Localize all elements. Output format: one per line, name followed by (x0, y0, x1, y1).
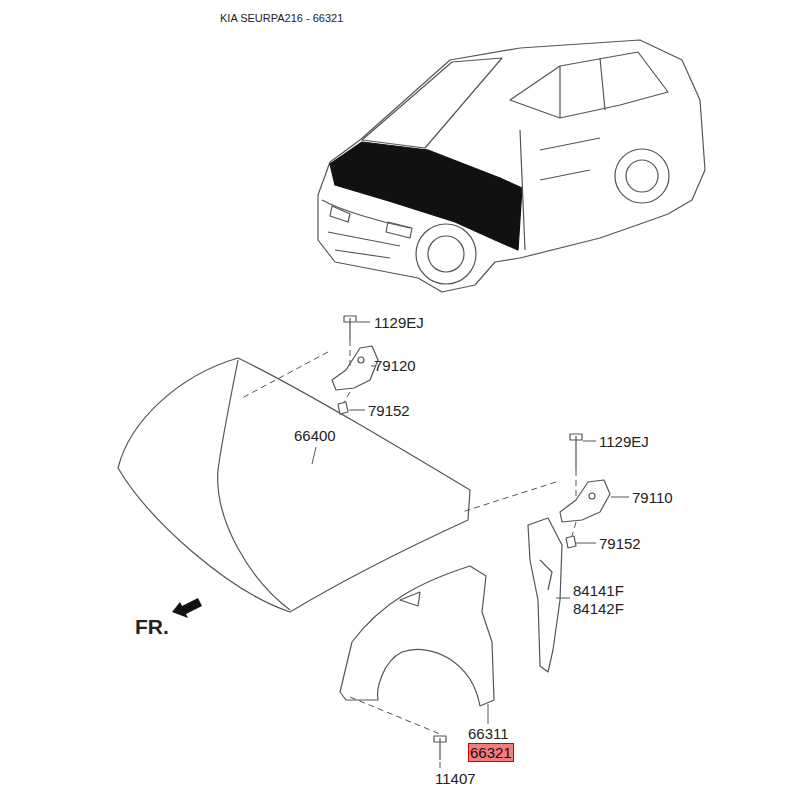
door-lines (520, 130, 600, 250)
nut-symbol (338, 402, 348, 414)
front-rim (428, 236, 464, 272)
callout-number: 66400 (294, 427, 336, 444)
assembly-lines (242, 340, 576, 734)
parts (118, 316, 610, 760)
leader-line (583, 441, 596, 442)
callout-number: 84142F (573, 600, 624, 617)
page-title: KIA SEURPA216 - 66321 (220, 12, 343, 25)
callout-number: 79152 (599, 535, 641, 552)
front-bumper (322, 200, 410, 258)
bolt-symbol (570, 434, 582, 470)
callout-number: 79152 (368, 402, 410, 419)
front-fender (340, 566, 494, 706)
hinge-symbol (560, 480, 610, 522)
fender-liner (528, 518, 562, 672)
leader-lines (312, 322, 629, 768)
dashed-line (242, 352, 328, 398)
leader-line (312, 447, 316, 464)
window-pillars (560, 58, 605, 118)
leader-line (349, 410, 365, 411)
bolt-symbol (434, 736, 446, 760)
hood-panel (118, 358, 470, 612)
rear-rim (626, 160, 658, 192)
bolt-symbol (344, 316, 356, 340)
callout-number: 79110 (632, 489, 673, 506)
windshield (362, 58, 502, 148)
front-arrow (172, 598, 202, 618)
dashed-line (462, 482, 556, 512)
car-illustration (318, 40, 705, 292)
dashed-line (344, 340, 350, 402)
side-windows (510, 52, 668, 118)
leader-line (440, 762, 441, 768)
callout-number: 1129EJ (374, 314, 424, 331)
hood-highlight (330, 142, 500, 240)
dashed-line (350, 697, 440, 734)
car-body (318, 40, 705, 292)
fender-bracket (400, 592, 420, 606)
callout-number: 84141F (573, 582, 624, 599)
hood-crease (218, 360, 290, 610)
liner-detail (540, 560, 552, 590)
front-wheel (416, 224, 476, 284)
leader-line (488, 704, 489, 724)
callout-number: 11407 (435, 770, 476, 787)
rear-wheel (615, 149, 669, 203)
hinge-hole (589, 493, 595, 499)
callout-number: 1129EJ (599, 433, 649, 450)
fender-highlight (495, 178, 522, 250)
leader-line (357, 322, 370, 323)
dashed-line (572, 470, 576, 536)
hinge-symbol (332, 346, 378, 390)
highlighted-callout: 66321 (468, 743, 514, 762)
nut-symbol (566, 536, 576, 548)
callout-number: 79120 (374, 357, 416, 374)
callout-number: 66311 (468, 725, 509, 742)
leader-line (611, 497, 629, 498)
hinge-hole (358, 357, 364, 363)
headlights (330, 206, 412, 238)
leader-line (575, 543, 596, 544)
direction-label: FR. (135, 615, 169, 639)
leader-line (556, 598, 570, 599)
